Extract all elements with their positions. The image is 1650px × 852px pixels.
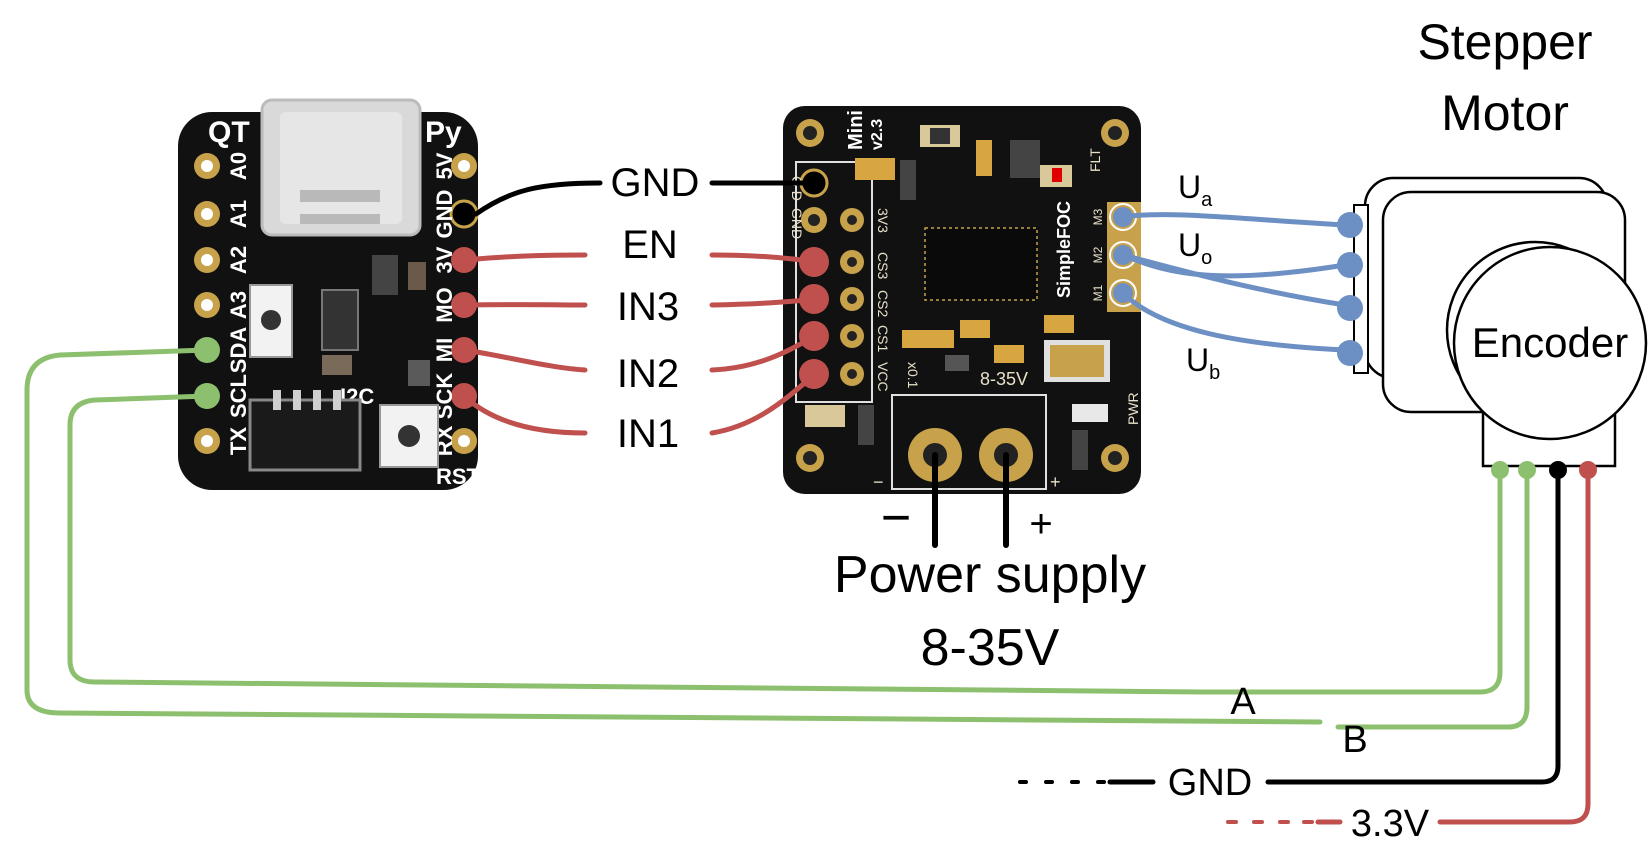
- label-enc-gnd: GND: [1168, 762, 1252, 804]
- pin-label-scl: SCL: [226, 374, 251, 418]
- pin-label-3v: 3V: [432, 246, 457, 273]
- qtpy-left-pin-labels: A0 A1 A2 A3 SDA SCL TX: [226, 152, 251, 455]
- rst-label: RST: [436, 464, 481, 489]
- motor-title-line1: Stepper: [1417, 14, 1592, 70]
- regulator-chip: [321, 289, 359, 351]
- pin-label-tx: TX: [226, 427, 251, 455]
- driver-ic: [924, 227, 1038, 301]
- label-ua: Ua: [1178, 169, 1213, 211]
- driver-x01-label: x0.1: [905, 362, 921, 389]
- driver-board: G D GND 3V3 CS3 CS2 CS1 VCC x0.1 Mini v2…: [783, 106, 1141, 494]
- label-enc-a: A: [1230, 681, 1256, 723]
- encoder-label: Encoder: [1472, 319, 1628, 366]
- label-gnd: GND: [611, 161, 700, 205]
- driver-m1-label: M1: [1091, 284, 1105, 301]
- label-in3: IN3: [617, 285, 679, 329]
- pin-label-mo: MO: [432, 287, 457, 322]
- driver-gd-label: G D: [789, 176, 805, 201]
- driver-plus-label: +: [1050, 472, 1061, 492]
- motor-title-line2: Motor: [1441, 85, 1569, 141]
- stepper-motor: Stepper Motor Encoder: [1353, 14, 1648, 468]
- driver-flt-label: FLT: [1087, 148, 1103, 172]
- pin-label-a3: A3: [226, 291, 251, 319]
- pin-label-a1: A1: [226, 200, 251, 228]
- motor-connector: [1353, 204, 1369, 374]
- pin-label-mi: MI: [432, 338, 457, 362]
- wires: [24, 180, 1597, 825]
- qtpy-logo-right: Py: [425, 116, 462, 149]
- driver-3v3-label: 3V3: [875, 208, 891, 233]
- wire-labels: GND EN IN3 IN2 IN1 Ua Uo Ub − + Power su…: [611, 161, 1430, 845]
- label-ub: Ub: [1186, 342, 1220, 384]
- label-in1: IN1: [617, 412, 679, 456]
- driver-brand: SimpleFOC: [1054, 201, 1074, 298]
- label-enc-vcc: 3.3V: [1351, 803, 1430, 845]
- power-plus: +: [1029, 502, 1052, 546]
- label-enc-b: B: [1342, 719, 1367, 761]
- driver-name: Mini: [845, 110, 867, 150]
- pin-label-a2: A2: [226, 246, 251, 274]
- driver-version: v2.3: [869, 119, 886, 150]
- stemma-qt-connector: [248, 398, 362, 472]
- power-label-line1: Power supply: [834, 546, 1146, 604]
- qtpy-board: QT Py A0 A1 A2 A3 SDA SCL TX: [178, 98, 481, 490]
- pin-label-5v: 5V: [432, 152, 457, 179]
- qtpy-left-pads: [194, 153, 220, 454]
- power-label-line2: 8-35V: [921, 619, 1060, 677]
- driver-cs3-label: CS3: [875, 252, 891, 279]
- driver-cs2-label: CS2: [875, 290, 891, 317]
- encoder-disc: [1452, 245, 1648, 441]
- driver-minus-label: −: [873, 472, 884, 492]
- driver-m3-label: M3: [1091, 208, 1105, 225]
- driver-voltage-label: 8-35V: [980, 369, 1028, 389]
- driver-pwr-label: PWR: [1125, 392, 1141, 425]
- driver-m2-label: M2: [1091, 246, 1105, 263]
- power-minus: −: [881, 489, 911, 547]
- label-uo: Uo: [1178, 227, 1212, 269]
- label-in2: IN2: [617, 352, 679, 396]
- driver-gnd-label: GND: [789, 208, 805, 239]
- pin-label-sda: SDA: [226, 327, 251, 374]
- pin-label-a0: A0: [226, 152, 251, 180]
- qtpy-logo-left: QT: [208, 116, 250, 149]
- pin-label-gnd: GND: [432, 190, 457, 239]
- driver-cs1-label: CS1: [875, 325, 891, 352]
- driver-vcc-label: VCC: [875, 362, 891, 392]
- label-en: EN: [622, 223, 678, 267]
